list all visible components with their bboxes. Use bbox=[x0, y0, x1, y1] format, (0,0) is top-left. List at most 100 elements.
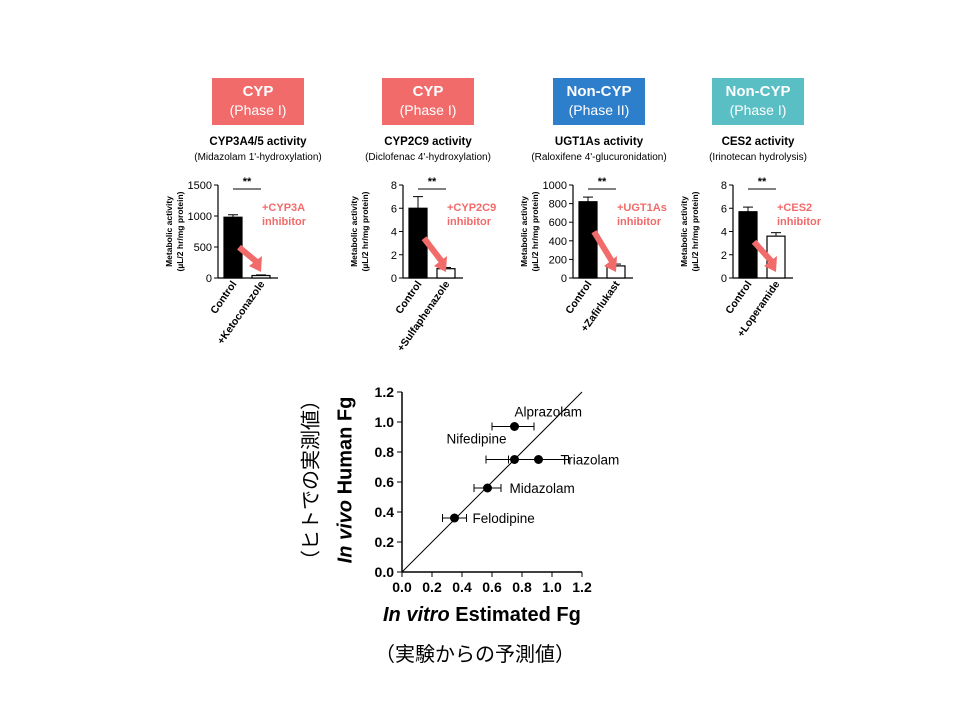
y-tick-label: 0 bbox=[391, 273, 397, 285]
panel-subtitle: (Irinotecan hydrolysis) bbox=[709, 152, 807, 163]
y-tick-label: 600 bbox=[549, 217, 567, 229]
y-axis-label-line2: (µL/2 hr/mg protein) bbox=[360, 191, 370, 271]
badge-title: Non-CYP bbox=[725, 83, 791, 100]
significance-label: ** bbox=[243, 176, 252, 188]
y-tick-label: 1000 bbox=[188, 211, 212, 223]
y-tick-label: 0 bbox=[206, 273, 212, 285]
inhibitor-annotation-line2: inhibitor bbox=[262, 216, 307, 228]
badge-subtitle: (Phase I) bbox=[729, 102, 787, 118]
decrease-arrow-shaft bbox=[751, 239, 776, 265]
panel-title: CES2 activity bbox=[721, 136, 795, 148]
noncyp-phase1-badge: Non-CYP (Phase I) bbox=[712, 78, 804, 125]
decrease-arrow-shaft bbox=[421, 236, 446, 265]
panel-title: CYP2C9 activity bbox=[384, 136, 472, 148]
badge-subtitle: (Phase II) bbox=[568, 102, 630, 118]
y-axis-label-line2: (µL/2 hr/mg protein) bbox=[175, 191, 185, 271]
y-tick-label: 1.0 bbox=[375, 414, 395, 430]
inhibitor-annotation-line2: inhibitor bbox=[777, 216, 822, 228]
panel-cyp3a: CYP (Phase I) CYP3A4/5 activity (Midazol… bbox=[164, 78, 330, 378]
y-axis-label: Metabolic activity(µL/2 hr/mg protein) bbox=[679, 191, 700, 271]
panel-cyp2c9: CYP (Phase I) CYP2C9 activity (Diclofena… bbox=[345, 78, 505, 378]
y-tick-label: 0.2 bbox=[375, 534, 395, 550]
x-axis-title-jp: （実験からの予測値） bbox=[375, 642, 575, 666]
x-tick-label: 1.2 bbox=[572, 579, 592, 595]
inhibitor-annotation-line1: +CYP2C9 bbox=[447, 202, 496, 214]
panel-subtitle: (Midazolam 1'-hydroxylation) bbox=[194, 152, 322, 163]
y-axis-title: In vivo Human Fg bbox=[335, 397, 358, 564]
inhibitor-annotation-line2: inhibitor bbox=[617, 216, 662, 228]
panel-subtitle: (Diclofenac 4'-hydroxylation) bbox=[365, 152, 491, 163]
cyp-phase1-badge: CYP (Phase I) bbox=[212, 78, 304, 125]
significance-label: ** bbox=[428, 176, 437, 188]
point-label: Midazolam bbox=[510, 481, 575, 496]
y-axis-label-line1: Metabolic activity bbox=[349, 196, 359, 267]
data-point bbox=[483, 483, 492, 493]
decrease-arrow-head bbox=[249, 256, 262, 272]
significance-label: ** bbox=[758, 176, 767, 188]
y-axis-label-line2: (µL/2 hr/mg protein) bbox=[690, 191, 700, 271]
point-label: Nifedipine bbox=[446, 432, 506, 447]
y-tick-label: 0.6 bbox=[375, 474, 395, 490]
y-tick-label: 1500 bbox=[188, 180, 212, 192]
category-label-group: +Sulfaphenazole bbox=[395, 279, 453, 354]
inhibitor-annotation-line1: +CES2 bbox=[777, 202, 812, 214]
x-tick-label: 1.0 bbox=[542, 579, 562, 595]
data-point bbox=[510, 422, 519, 431]
y-tick-label: 800 bbox=[549, 199, 567, 211]
x-axis-title-italic: In vitro bbox=[383, 604, 450, 626]
decrease-arrow-head bbox=[434, 256, 447, 272]
point-label: Alprazolam bbox=[515, 405, 583, 420]
y-tick-label: 4 bbox=[721, 227, 727, 239]
inhibitor-annotation-line2: inhibitor bbox=[447, 216, 492, 228]
badge-subtitle: (Phase I) bbox=[399, 102, 457, 118]
x-tick-label: 0.6 bbox=[482, 579, 502, 595]
y-tick-label: 0 bbox=[721, 273, 727, 285]
y-axis-label-line1: Metabolic activity bbox=[164, 196, 174, 267]
y-tick-label: 4 bbox=[391, 227, 397, 239]
data-point bbox=[450, 513, 459, 523]
inhibitor-annotation-line1: +UGT1As bbox=[617, 202, 667, 214]
y-tick-label: 2 bbox=[391, 250, 397, 262]
y-tick-label: 8 bbox=[721, 180, 727, 192]
y-tick-label: 0.0 bbox=[375, 564, 395, 580]
badge-title: Non-CYP bbox=[566, 83, 632, 100]
y-axis-title-italic: In vivo bbox=[334, 499, 357, 564]
bar-control bbox=[578, 201, 598, 279]
identity-line bbox=[401, 391, 583, 573]
y-tick-label: 1.2 bbox=[375, 384, 395, 400]
point-label: Triazolam bbox=[561, 453, 620, 468]
y-tick-label: 0 bbox=[561, 273, 567, 285]
x-tick-label: 0.4 bbox=[452, 579, 472, 595]
significance-label: ** bbox=[598, 176, 607, 188]
decrease-arrow-head bbox=[604, 256, 617, 272]
badge-title: CYP bbox=[412, 83, 444, 100]
decrease-arrow-head bbox=[764, 256, 777, 272]
badge-subtitle: (Phase I) bbox=[229, 102, 287, 118]
decrease-arrow-shaft bbox=[591, 230, 616, 265]
y-axis-label-line2: (µL/2 hr/mg protein) bbox=[530, 191, 540, 271]
x-tick-label: 0.0 bbox=[392, 579, 412, 595]
panel-subtitle: (Raloxifene 4'-glucuronidation) bbox=[531, 152, 667, 163]
y-axis-label-line1: Metabolic activity bbox=[679, 196, 689, 267]
cyp-phase1-badge: CYP (Phase I) bbox=[382, 78, 474, 125]
bar-inhibitor bbox=[251, 274, 271, 279]
point-label: Felodipine bbox=[473, 511, 535, 526]
y-tick-label: 0.4 bbox=[375, 504, 395, 520]
inhibitor-annotation-line1: +CYP3A bbox=[262, 202, 305, 214]
y-tick-label: 2 bbox=[721, 250, 727, 262]
y-axis-title-rest: Human Fg bbox=[334, 396, 357, 500]
panel-title: UGT1As activity bbox=[554, 136, 644, 148]
y-tick-label: 1000 bbox=[543, 180, 567, 192]
category-label: +Sulfaphenazole bbox=[395, 279, 453, 354]
y-axis-label-line1: Metabolic activity bbox=[519, 196, 529, 267]
y-tick-label: 200 bbox=[549, 254, 567, 266]
x-axis-title-rest: Estimated Fg bbox=[449, 604, 581, 626]
decrease-arrow-shaft bbox=[237, 244, 260, 266]
x-tick-label: 0.8 bbox=[512, 579, 532, 595]
panel-ces2: Non-CYP (Phase I) CES2 activity (Irinote… bbox=[679, 78, 845, 378]
x-axis-title: In vitro Estimated Fg bbox=[383, 604, 581, 627]
data-point bbox=[534, 455, 543, 464]
